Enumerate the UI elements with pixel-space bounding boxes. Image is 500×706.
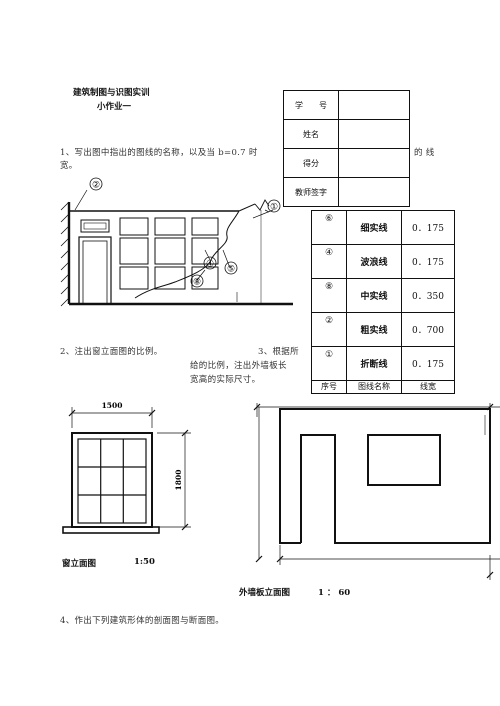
table-row: ④ 波浪线 0．175 bbox=[311, 244, 455, 279]
marker-1-circle bbox=[267, 199, 281, 213]
wall-window-opening bbox=[367, 434, 441, 486]
marker-1-label: ① bbox=[270, 203, 278, 213]
question-3-text: 3、根据所 bbox=[258, 347, 299, 357]
line-number: ② bbox=[311, 312, 347, 347]
break-line bbox=[238, 203, 256, 212]
window-width-label: 1500 bbox=[102, 401, 123, 410]
line-number: ⑥ bbox=[311, 210, 347, 245]
marker-4-circle bbox=[203, 256, 217, 270]
door-leaf bbox=[82, 240, 108, 305]
wavy-break-line bbox=[134, 210, 240, 299]
table-header-row: 序号 图线名称 线宽 bbox=[311, 380, 455, 394]
question-2-text: 2、注出窗立面图的比例。 bbox=[60, 347, 163, 357]
wall-panel-drawing bbox=[253, 403, 500, 580]
info-row: 姓名 bbox=[283, 119, 410, 149]
break-mark bbox=[254, 199, 270, 211]
line-width: 0．175 bbox=[401, 346, 455, 381]
leader-lines bbox=[74, 189, 274, 281]
question-4-text: 4、作出下列建筑形体的剖面图与断面图。 bbox=[60, 616, 225, 626]
marker-2-circle bbox=[89, 177, 103, 191]
line-number: ⑧ bbox=[311, 278, 347, 313]
info-row: 学 号 bbox=[283, 90, 410, 120]
table-row: ⑧ 中实线 0．350 bbox=[311, 278, 455, 313]
question-1-tail: 的 线 bbox=[414, 148, 435, 158]
window-outer-frame bbox=[71, 432, 153, 528]
info-value[interactable] bbox=[338, 90, 410, 120]
marker-5-circle bbox=[224, 261, 238, 275]
window-height-label: 1800 bbox=[174, 470, 183, 491]
window-sill bbox=[62, 526, 160, 534]
page-title: 建筑制图与识图实训 bbox=[73, 88, 150, 98]
wall-caption: 外墙板立面图 bbox=[239, 588, 291, 598]
window-elevation-drawing: 1500 1800 bbox=[62, 401, 191, 534]
line-width: 0．175 bbox=[401, 244, 455, 279]
wall-scale: 1 ： 60 bbox=[318, 588, 351, 598]
window-scale: 1:50 bbox=[134, 557, 155, 567]
door-frame bbox=[78, 236, 112, 305]
wall-hatching bbox=[60, 201, 70, 307]
info-value[interactable] bbox=[338, 148, 410, 178]
line-name: 折断线 bbox=[346, 346, 402, 381]
marker-2-label: ② bbox=[92, 181, 100, 191]
page-subtitle: 小作业一 bbox=[97, 102, 132, 112]
question-3-text-cont: 给的比例，注出外墙板长 bbox=[190, 361, 287, 371]
marker-8-label: ⑧ bbox=[193, 278, 201, 288]
info-row: 得分 bbox=[283, 148, 410, 178]
marker-4-label: ④ bbox=[206, 260, 214, 270]
question-1-text-cont: 宽。 bbox=[60, 161, 78, 171]
window-inner-frame bbox=[77, 438, 147, 524]
info-label: 学 号 bbox=[283, 90, 339, 120]
line-number: ① bbox=[311, 346, 347, 381]
marker-5-label: ⑤ bbox=[227, 265, 235, 275]
wall-panels bbox=[119, 217, 219, 290]
wall-panel-outline bbox=[279, 408, 491, 544]
info-value[interactable] bbox=[338, 177, 410, 207]
info-label: 教师签字 bbox=[283, 177, 339, 207]
line-name: 细实线 bbox=[346, 210, 402, 245]
header-name: 图线名称 bbox=[346, 380, 402, 394]
question-1-text: 1、写出图中指出的图线的名称，以及当 b=0.7 时 bbox=[60, 148, 258, 158]
line-number: ④ bbox=[311, 244, 347, 279]
line-name: 中实线 bbox=[346, 278, 402, 313]
door-transom bbox=[80, 219, 110, 233]
line-width: 0．700 bbox=[401, 312, 455, 347]
table-row: ② 粗实线 0．700 bbox=[311, 312, 455, 347]
line-width: 0．350 bbox=[401, 278, 455, 313]
line-type-table: ⑥ 细实线 0．175 ④ 波浪线 0．175 ⑧ 中实线 0．350 ② 粗实… bbox=[311, 210, 455, 394]
marker-8-circle bbox=[190, 274, 204, 288]
table-row: ⑥ 细实线 0．175 bbox=[311, 210, 455, 245]
info-label: 姓名 bbox=[283, 119, 339, 149]
info-row: 教师签字 bbox=[283, 177, 410, 207]
question-3-text-cont2: 宽高的实际尺寸。 bbox=[190, 375, 261, 385]
table-row: ① 折断线 0．175 bbox=[311, 346, 455, 381]
header-number: 序号 bbox=[311, 380, 347, 394]
header-width: 线宽 bbox=[401, 380, 455, 394]
student-info-table: 学 号 姓名 得分 教师签字 bbox=[283, 90, 410, 207]
line-width: 0．175 bbox=[401, 210, 455, 245]
info-label: 得分 bbox=[283, 148, 339, 178]
window-caption: 窗立面图 bbox=[62, 559, 97, 569]
line-name: 粗实线 bbox=[346, 312, 402, 347]
info-value[interactable] bbox=[338, 119, 410, 149]
room-elevation-drawing: ② ① ④ ⑤ ⑧ bbox=[60, 177, 293, 307]
line-name: 波浪线 bbox=[346, 244, 402, 279]
